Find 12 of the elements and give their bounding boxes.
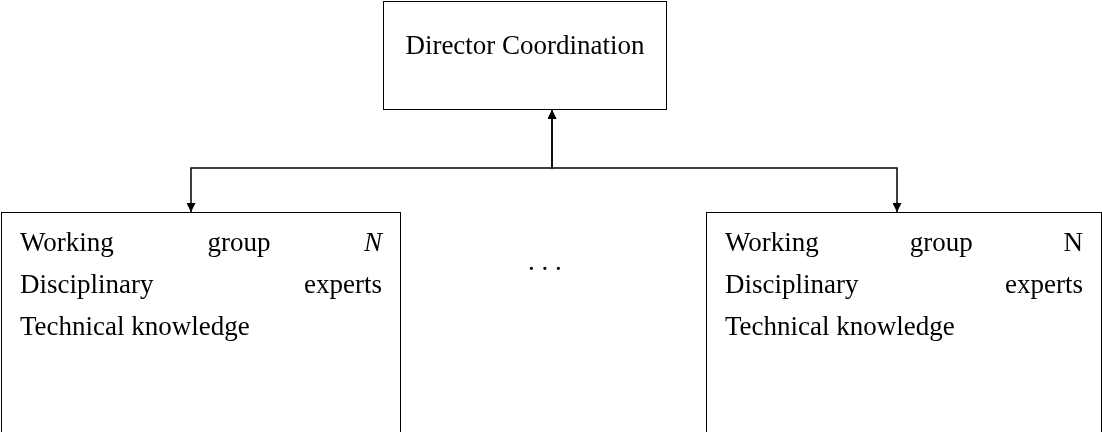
box — [1, 212, 401, 432]
box — [383, 1, 667, 110]
connector-arrow — [547, 109, 902, 213]
box-text: Disciplinary experts — [725, 268, 1083, 301]
box-text: Director Coordination — [404, 29, 646, 62]
box-text: Working group N — [20, 226, 382, 259]
box-text: Technical knowledge — [725, 310, 956, 343]
ellipsis-text: . . . — [528, 246, 562, 277]
box-text: Working group N — [725, 226, 1083, 259]
box-text: Technical knowledge — [20, 310, 251, 343]
box — [706, 212, 1102, 432]
box-text: Disciplinary experts — [20, 268, 382, 301]
